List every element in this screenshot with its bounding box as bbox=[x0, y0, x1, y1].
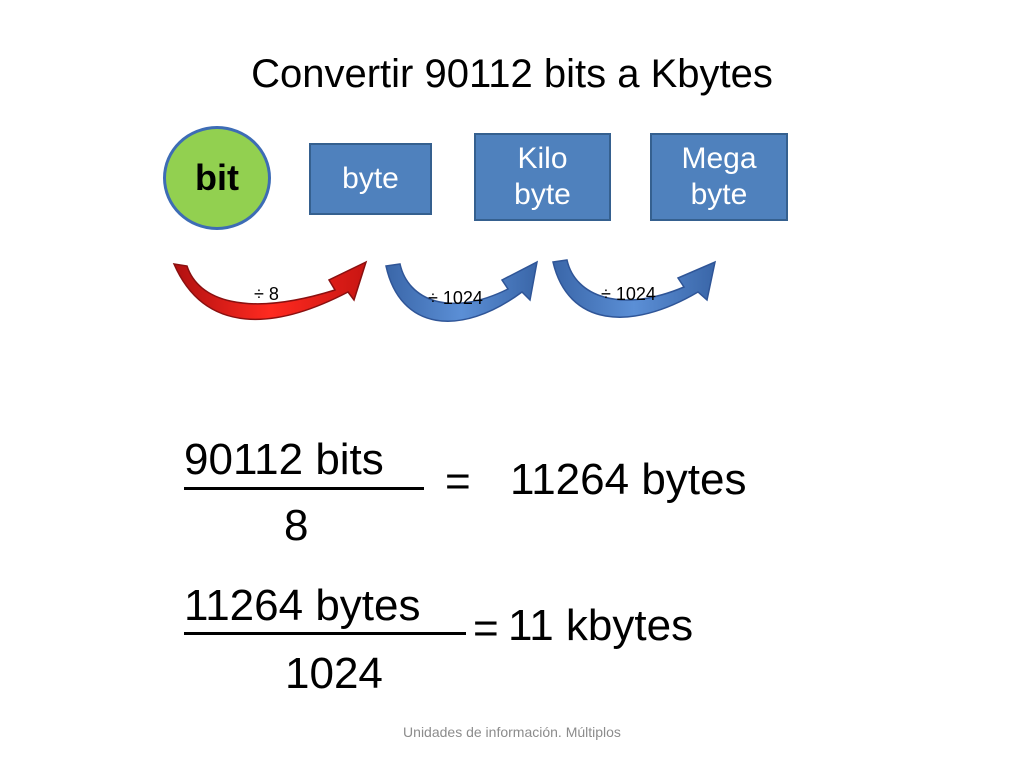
arrow-kilobyte-to-megabyte bbox=[552, 259, 717, 318]
kilobyte-box: Kilo byte bbox=[474, 133, 611, 221]
megabyte-label: Mega byte bbox=[681, 142, 757, 211]
equation-1-denominator: 8 bbox=[284, 501, 309, 550]
byte-label: byte bbox=[342, 162, 399, 195]
equation-2-fraction-bar bbox=[184, 632, 466, 635]
equation-2-numerator: 11264 bytes bbox=[184, 581, 421, 630]
divide-by-1024-label-2: ÷ 1024 bbox=[601, 284, 656, 304]
kilobyte-label: Kilo byte bbox=[514, 142, 571, 211]
equation-1-fraction-bar bbox=[184, 487, 424, 490]
equation-2-denominator: 1024 bbox=[285, 649, 383, 698]
divide-by-1024-label-1: ÷ 1024 bbox=[428, 288, 483, 308]
equation-2-result: 11 kbytes bbox=[508, 601, 694, 650]
bit-circle: bit bbox=[163, 126, 271, 230]
equation-1-numerator: 90112 bits bbox=[184, 435, 384, 484]
slide-title: Convertir 90112 bits a Kbytes bbox=[251, 52, 773, 96]
arrow-byte-to-kilobyte bbox=[385, 260, 539, 322]
byte-box: byte bbox=[309, 143, 432, 215]
arrow-bit-to-byte bbox=[172, 260, 368, 321]
megabyte-box: Mega byte bbox=[650, 133, 788, 221]
equation-1-result: 11264 bytes bbox=[510, 455, 747, 504]
equation-2-equals: = bbox=[473, 604, 499, 653]
bit-label: bit bbox=[195, 157, 239, 198]
divide-by-8-label: ÷ 8 bbox=[254, 284, 279, 304]
equation-1-equals: = bbox=[445, 457, 471, 506]
slide-footer: Unidades de información. Múltiplos bbox=[403, 724, 621, 740]
